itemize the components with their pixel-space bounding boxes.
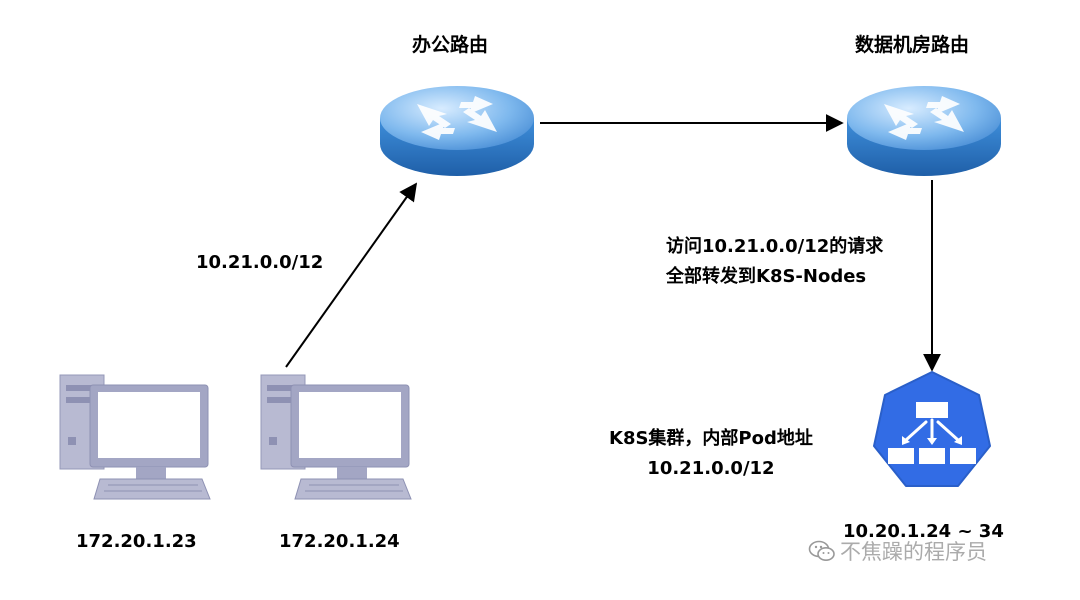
- office-router-icon: [380, 86, 534, 176]
- computer-icon: [260, 374, 412, 500]
- computer-ip-label: 172.20.1.23: [76, 531, 197, 552]
- k8s-note-line: K8S集群，内部Pod地址: [609, 428, 813, 449]
- k8s-ip-range-label: 10.20.1.24 ~ 34: [843, 521, 1004, 542]
- k8s-cluster-note: K8S集群，内部Pod地址 10.21.0.0/12: [609, 424, 813, 484]
- k8s-cluster-icon: [873, 371, 991, 487]
- datacenter-router-label: 数据机房路由: [855, 34, 970, 56]
- route-label: 10.21.0.0/12: [196, 252, 324, 273]
- datacenter-note-line: 访问10.21.0.0/12的请求: [666, 236, 884, 257]
- computer-icon: [59, 374, 211, 500]
- watermark-text: 不焦躁的程序员: [840, 540, 987, 564]
- arrow-pc-to-office-router: [285, 182, 418, 368]
- computer-ip-label: 172.20.1.24: [279, 531, 400, 552]
- datacenter-routing-note: 访问10.21.0.0/12的请求 全部转发到K8S-Nodes: [666, 232, 883, 292]
- office-router-label: 办公路由: [412, 34, 489, 56]
- datacenter-router-icon: [847, 86, 1001, 176]
- k8s-note-line: 10.21.0.0/12: [647, 458, 775, 479]
- datacenter-note-line: 全部转发到K8S-Nodes: [666, 266, 867, 287]
- wechat-icon: [808, 540, 835, 561]
- watermark: 不焦躁的程序员: [808, 536, 987, 566]
